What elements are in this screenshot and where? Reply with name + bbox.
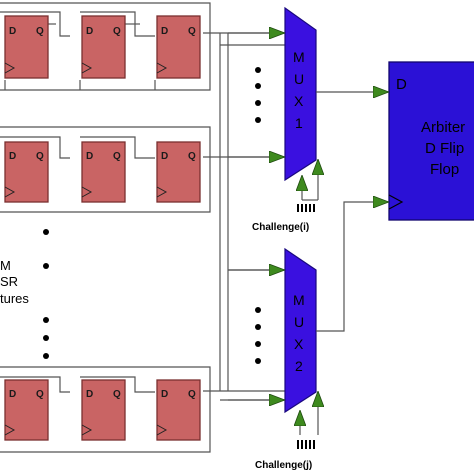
- flip-flop: [4, 15, 49, 79]
- ff-d-label: D: [161, 389, 168, 400]
- mux1-letter: M: [293, 49, 305, 65]
- ff-d-label: D: [9, 151, 16, 162]
- challenge-i-label: Challenge(i): [252, 222, 309, 233]
- mux2-letter: U: [294, 314, 304, 330]
- flip-flop: [81, 141, 126, 203]
- ff-q-label: Q: [113, 151, 121, 162]
- arbiter-line-1: Arbiter: [421, 119, 465, 136]
- arbiter-d-label: D: [396, 76, 407, 93]
- flip-flop: [4, 379, 49, 441]
- flip-flop: [156, 15, 201, 79]
- bus-wires: [219, 33, 285, 401]
- side-text-3: tures: [0, 291, 29, 306]
- ff-d-label: D: [161, 26, 168, 37]
- ff-q-label: Q: [188, 389, 196, 400]
- ff-d-label: D: [86, 26, 93, 37]
- ff-q-label: Q: [36, 389, 44, 400]
- ff-d-label: D: [9, 389, 16, 400]
- flip-flop: [156, 141, 201, 203]
- challenge-j-label: Challenge(j): [255, 460, 312, 471]
- arbiter-line-3: Flop: [430, 161, 459, 178]
- arbiter-d-flip-flop: D Arbiter D Flip Flop: [316, 61, 474, 332]
- ff-q-label: Q: [36, 26, 44, 37]
- ff-d-label: D: [9, 26, 16, 37]
- arbiter-line-2: D Flip: [425, 140, 464, 157]
- ff-q-label: Q: [36, 151, 44, 162]
- flip-flop: [156, 379, 201, 441]
- ff-d-label: D: [161, 151, 168, 162]
- ff-q-label: Q: [188, 26, 196, 37]
- ff-d-label: D: [86, 151, 93, 162]
- ff-q-label: Q: [113, 389, 121, 400]
- mux1-letter: X: [294, 93, 304, 109]
- flip-flop: [4, 141, 49, 203]
- side-text-1: M: [0, 258, 11, 273]
- mux-2: M U X 2 Challenge(j): [228, 247, 318, 471]
- mux2-letter: M: [293, 292, 305, 308]
- ff-q-label: Q: [113, 26, 121, 37]
- flip-flop: [81, 15, 126, 79]
- side-text-2: SR: [0, 274, 18, 289]
- ff-q-label: Q: [188, 151, 196, 162]
- ff-d-label: D: [86, 389, 93, 400]
- row-ellipsis: [43, 229, 49, 359]
- mux2-letter: X: [294, 336, 304, 352]
- lfsr-row-2: D Q D Q D Q: [0, 126, 285, 213]
- lfsr-row-1: D Q D Q D Q: [0, 2, 285, 91]
- mux1-letter: U: [294, 71, 304, 87]
- lfsr-row-3: D Q D Q D Q: [0, 366, 285, 453]
- mux1-letter: 1: [295, 115, 303, 131]
- mux2-letter: 2: [295, 358, 303, 374]
- mux-1: M U X 1 Challenge(i): [228, 6, 318, 233]
- flip-flop: [81, 379, 126, 441]
